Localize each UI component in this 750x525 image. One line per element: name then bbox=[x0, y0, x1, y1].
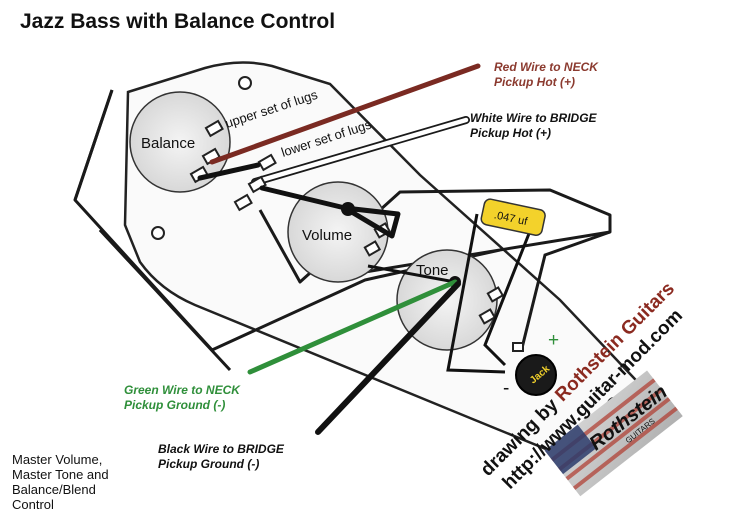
jack-plus-wire bbox=[520, 230, 611, 349]
red-wire-label-line2: Pickup Hot (+) bbox=[494, 75, 576, 89]
solder-joint-volume bbox=[341, 202, 355, 216]
note-line: Master Volume, bbox=[12, 452, 103, 467]
white-wire-label-line1: White Wire to BRIDGE bbox=[470, 111, 597, 125]
lug bbox=[204, 119, 224, 138]
jack-plus-label: + bbox=[548, 330, 559, 351]
tone-label: Tone bbox=[416, 262, 449, 279]
black-wire-label-line2: Pickup Ground (-) bbox=[158, 457, 260, 471]
green-wire-label-line1: Green Wire to NECK bbox=[124, 383, 240, 397]
black-wire bbox=[315, 281, 461, 435]
note-line: Control bbox=[12, 497, 54, 512]
capacitor: .047 uf bbox=[480, 198, 546, 237]
screw-hole-top bbox=[238, 76, 252, 90]
balance-pot bbox=[129, 91, 231, 193]
balance-label: Balance bbox=[141, 135, 195, 152]
white-wire-label: White Wire to BRIDGE Pickup Hot (+) bbox=[470, 111, 597, 141]
screw-hole-left bbox=[151, 226, 165, 240]
red-wire-label-line1: Red Wire to NECK bbox=[494, 60, 598, 74]
red-wire-label: Red Wire to NECK Pickup Hot (+) bbox=[494, 60, 598, 90]
page-title: Jazz Bass with Balance Control bbox=[20, 10, 336, 33]
note-line: Master Tone and bbox=[12, 467, 109, 482]
black-jumper-wire bbox=[197, 162, 401, 239]
jack-lug bbox=[512, 342, 524, 352]
jack-minus-label: - bbox=[503, 378, 509, 399]
tone-to-jack-wire bbox=[367, 213, 534, 374]
lug bbox=[363, 240, 382, 257]
green-wire-label-line2: Pickup Ground (-) bbox=[124, 398, 226, 412]
black-wire-label: Black Wire to BRIDGE Pickup Ground (-) bbox=[158, 442, 284, 472]
lug bbox=[233, 193, 253, 212]
green-wire bbox=[247, 279, 458, 375]
volume-label: Volume bbox=[302, 227, 352, 244]
white-wire-label-line2: Pickup Hot (+) bbox=[470, 126, 552, 140]
white-wire bbox=[252, 117, 469, 185]
green-wire-label: Green Wire to NECK Pickup Ground (-) bbox=[124, 383, 240, 413]
red-wire bbox=[209, 63, 481, 165]
description-note: Master Volume, Master Tone and Balance/B… bbox=[12, 452, 109, 512]
lug bbox=[257, 153, 277, 172]
lug bbox=[247, 175, 267, 194]
output-jack bbox=[515, 354, 557, 396]
outline-wire-2 bbox=[73, 89, 214, 352]
lug bbox=[486, 286, 505, 303]
lug bbox=[478, 308, 497, 325]
note-line: Balance/Blend bbox=[12, 482, 96, 497]
black-wire-label-line1: Black Wire to BRIDGE bbox=[158, 442, 284, 456]
rothstein-logo: Rothstein GUITARS bbox=[544, 370, 683, 497]
